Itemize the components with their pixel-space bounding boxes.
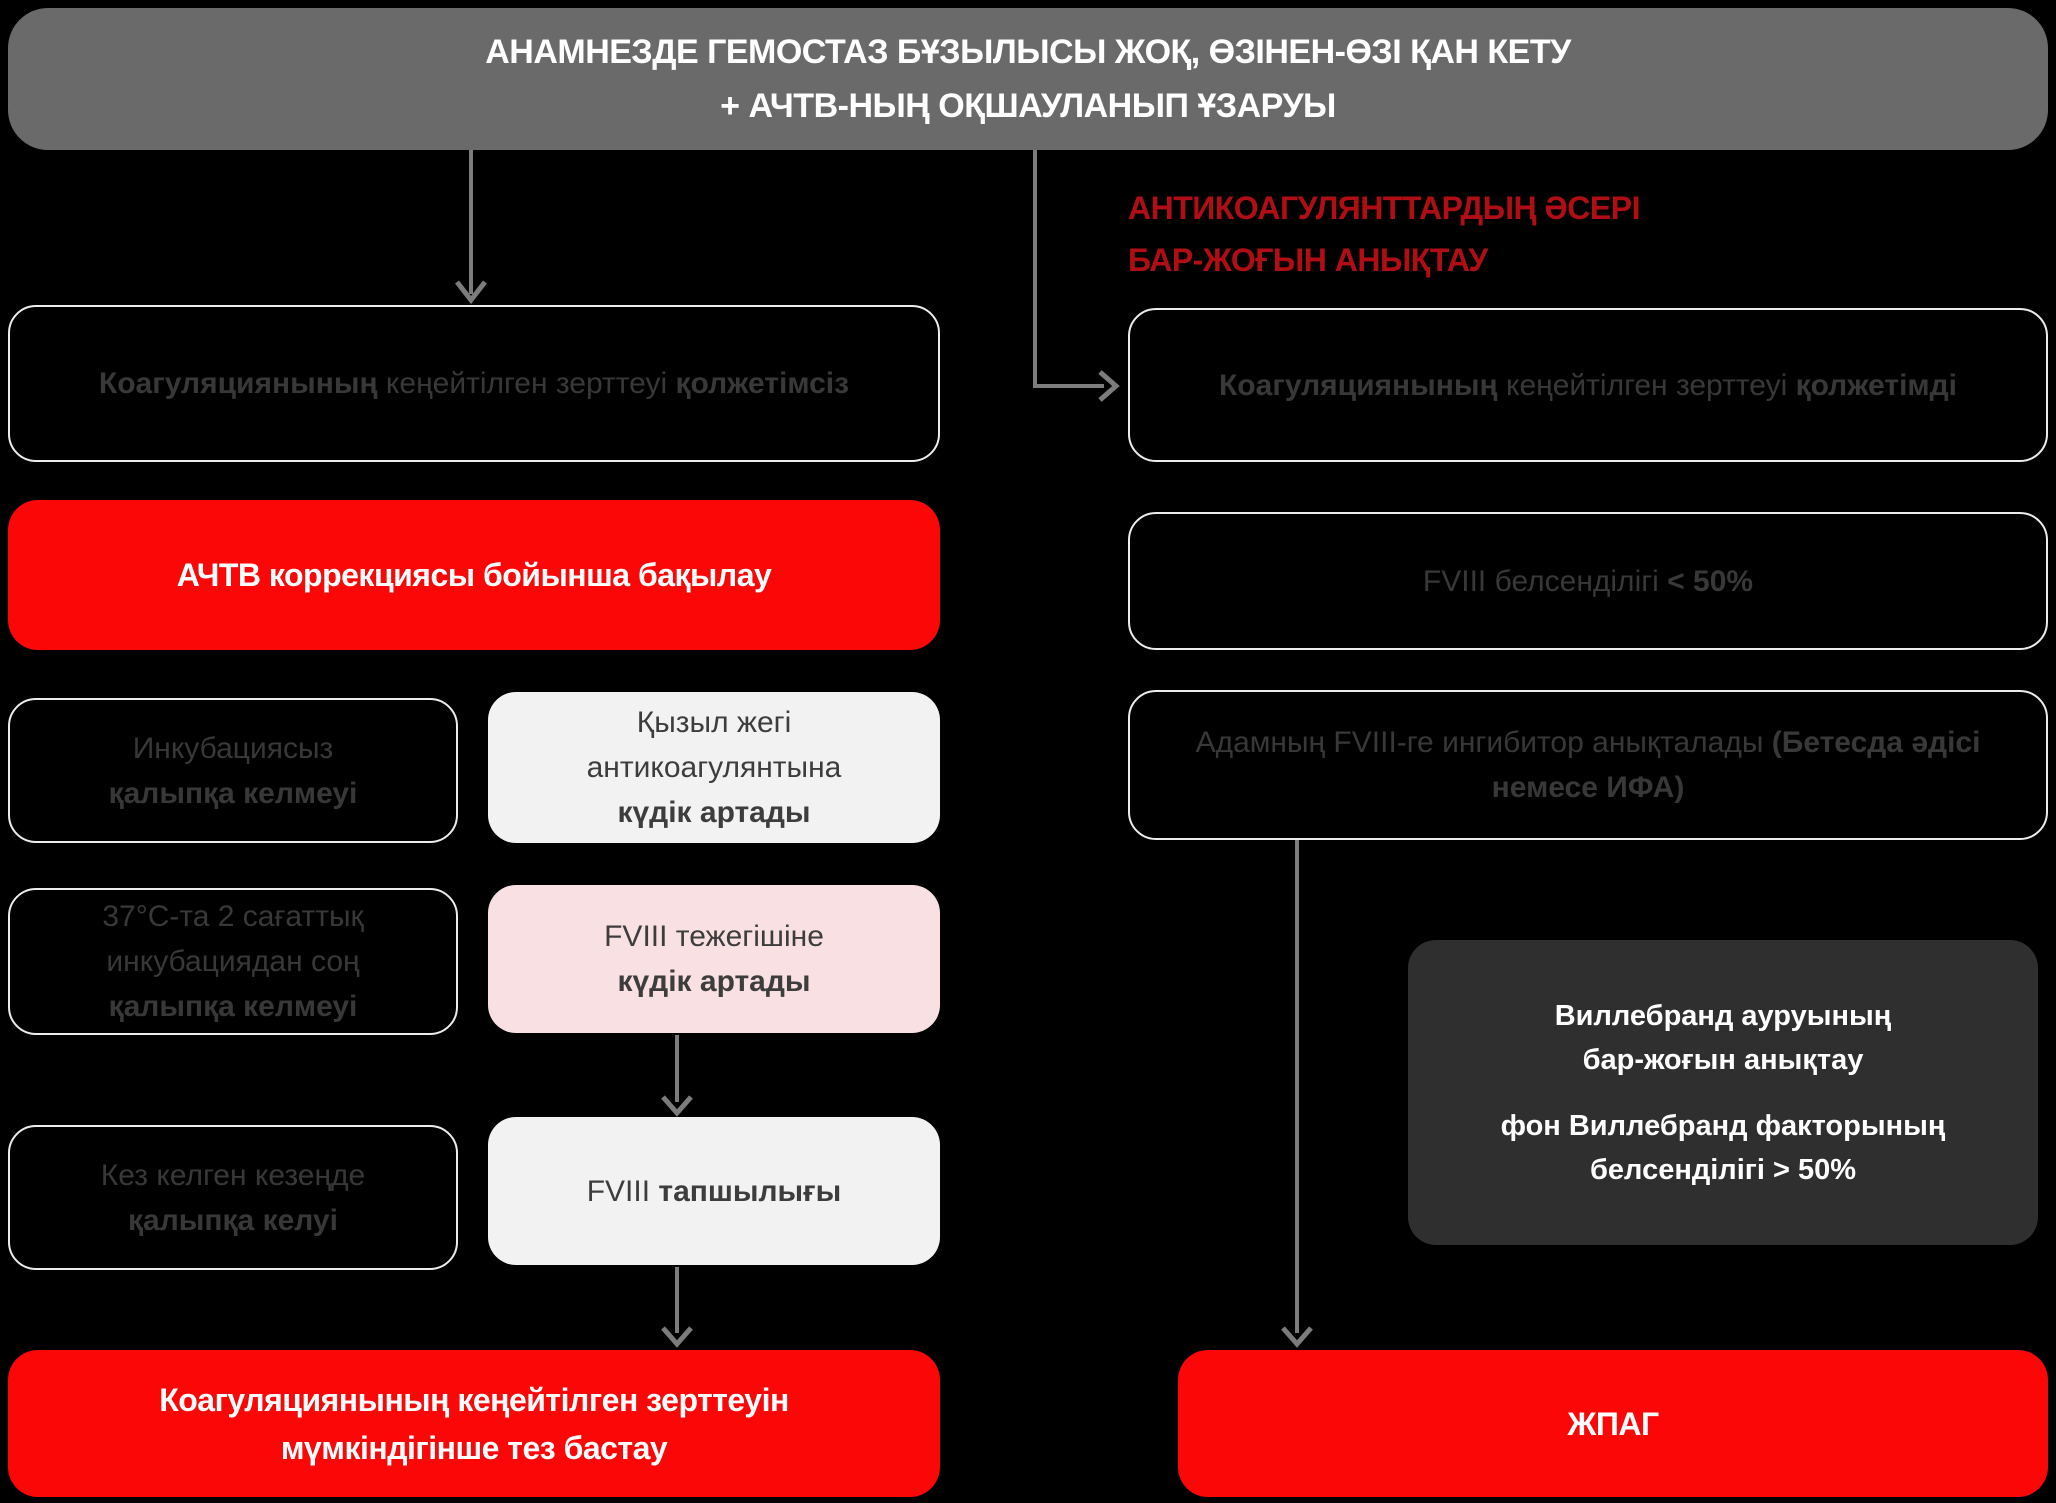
arrowhead-down-left: [455, 280, 487, 305]
arrowhead-right: [1098, 370, 1120, 402]
fviii-deficiency-box: FVIII тапшылығы: [488, 1117, 940, 1265]
fviii-suspicion-line-1: FVIII тежегішіне: [604, 920, 824, 953]
lupus-line-3: күдік артады: [617, 796, 811, 829]
coagulation-unavailable-text: Коагуляциянының кеңейтілген зерттеуі қол…: [99, 361, 849, 406]
aptt-correction-box: АЧТВ коррекциясы бойынша бақылау: [8, 500, 940, 650]
aptt-correction-label: АЧТВ коррекциясы бойынша бақылау: [176, 557, 772, 593]
coagulation-unavailable-lead: Коагуляциянының: [98, 367, 378, 400]
incubation-2h-line-2: инкубациядан соң: [106, 945, 360, 978]
willebrand-line-2: бар-жоғын анықтау: [1582, 1043, 1864, 1076]
start-extended-line-2: мүмкіндігінше тез бастау: [280, 1429, 668, 1466]
arrowhead-down-right: [1281, 1326, 1313, 1348]
fviii-deficiency-text: FVIII тапшылығы: [587, 1169, 842, 1214]
coagulation-available-text: Коагуляциянының кеңейтілген зерттеуі қол…: [1219, 363, 1957, 408]
start-extended-study-box: Коагуляциянының кеңейтілген зерттеуін мү…: [8, 1350, 940, 1497]
coagulation-available-box: Коагуляциянының кеңейтілген зерттеуі қол…: [1128, 308, 2048, 462]
anticoagulant-heading-line-2: БАР-ЖОҒЫН АНЫҚТАУ: [1128, 242, 1488, 278]
any-stage-line-2: қалыпқа келуі: [128, 1203, 338, 1237]
inhibitor-bold-2: немесе ИФА): [1491, 771, 1685, 804]
no-incubation-line-2: қалыпқа келмеуі: [108, 776, 358, 810]
fviii-activity-text: FVIII белсенділігі < 50%: [1423, 559, 1753, 604]
header-box: АНАМНЕЗДЕ ГЕМОСТАЗ БҰЗЫЛЫСЫ ЖОҚ, ӨЗІНЕН-…: [8, 8, 2048, 150]
lupus-anticoagulant-box: Қызыл жегі антикоагулянтына күдік артады: [488, 692, 940, 843]
any-stage-normalization-box: Кез келген кезеңде қалыпқа келуі: [8, 1125, 458, 1270]
willebrand-line-1: Виллебранд ауруының: [1554, 999, 1892, 1032]
coagulation-unavailable-tail: қолжетімсіз: [675, 367, 850, 400]
no-incubation-box: Инкубациясыз қалыпқа келмеуі: [8, 698, 458, 843]
fviii-inhibitor-detected-box: Адамның FVIII-ге ингибитор анықталады (Б…: [1128, 690, 2048, 840]
incubation-2h-line-1: 37°С-та 2 сағаттық: [102, 900, 364, 933]
fviii-deficiency-bold: тапшылығы: [658, 1174, 842, 1208]
incubation-2h-box: 37°С-та 2 сағаттық инкубациядан соң қалы…: [8, 888, 458, 1035]
incubation-2h-line-3: қалыпқа келмеуі: [108, 990, 358, 1023]
fviii-inhibitor-suspicion-box: FVIII тежегішіне күдік артады: [488, 885, 940, 1033]
fviii-deficiency-pre: FVIII: [586, 1174, 659, 1208]
willebrand-box: Виллебранд ауруының бар-жоғын анықтау фо…: [1408, 940, 2038, 1245]
inhibitor-text: Адамның FVIII-ге ингибитор анықталады (Б…: [1178, 720, 1998, 810]
coagulation-available-tail: қолжетімді: [1795, 368, 1957, 402]
fviii-activity-box: FVIII белсенділігі < 50%: [1128, 512, 2048, 650]
coagulation-available-middle: кеңейтілген зерттеуі: [1497, 368, 1796, 402]
coagulation-unavailable-middle: кеңейтілген зерттеуі: [377, 367, 676, 400]
coagulation-available-lead: Коагуляциянының: [1219, 368, 1498, 402]
willebrand-line-4: белсенділігі > 50%: [1589, 1153, 1857, 1186]
anticoagulant-heading-line-1: АНТИКОАГУЛЯНТТАРДЫҢ ӘСЕРІ: [1128, 190, 1640, 226]
fviii-activity-pre: FVIII белсенділігі: [1422, 564, 1668, 598]
coagulation-unavailable-box: Коагуляциянының кеңейтілген зерттеуі қол…: [8, 305, 940, 462]
anticoagulant-heading: АНТИКОАГУЛЯНТТАРДЫҢ ӘСЕРІ БАР-ЖОҒЫН АНЫҚ…: [1128, 182, 1888, 286]
fviii-activity-bold: < 50%: [1667, 564, 1754, 598]
arrowhead-down-mid-1: [661, 1095, 693, 1117]
zhpag-label: ЖПАГ: [1567, 1405, 1659, 1442]
inhibitor-bold-1: (Бетесда әдісі: [1771, 726, 1981, 759]
arrow-header-to-available: [1033, 150, 1104, 388]
arrowhead-down-mid-2: [661, 1326, 693, 1348]
inhibitor-pre: Адамның FVIII-ге ингибитор анықталады: [1195, 726, 1772, 759]
any-stage-line-1: Кез келген кезеңде: [100, 1158, 366, 1192]
lupus-line-1: Қызыл жегі: [636, 706, 792, 739]
header-line-1: АНАМНЕЗДЕ ГЕМОСТАЗ БҰЗЫЛЫСЫ ЖОҚ, ӨЗІНЕН-…: [485, 33, 1571, 71]
lupus-line-2: антикоагулянтына: [586, 751, 842, 784]
willebrand-line-3: фон Виллебранд факторының: [1500, 1109, 1946, 1142]
no-incubation-line-1: Инкубациясыз: [132, 731, 334, 765]
zhpag-box: ЖПАГ: [1178, 1350, 2048, 1497]
fviii-suspicion-line-2: күдік артады: [617, 965, 811, 998]
start-extended-line-1: Коагуляциянының кеңейтілген зерттеуін: [159, 1381, 789, 1418]
header-line-2: + АЧТВ-НЫҢ ОҚШАУЛАНЫП ҰЗАРУЫ: [720, 87, 1336, 125]
